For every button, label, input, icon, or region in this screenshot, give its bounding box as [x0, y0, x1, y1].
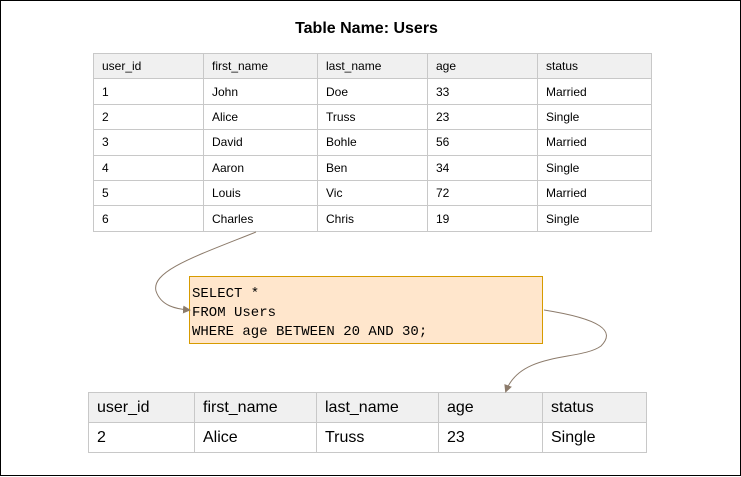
cell-age: 19 [427, 205, 538, 232]
header-status: status [537, 52, 652, 80]
cell-last-name: Truss [316, 422, 439, 453]
cell-age: 72 [427, 179, 538, 207]
cell-user-id: 3 [93, 129, 204, 156]
table-row: 2 Alice Truss 23 Single [88, 422, 647, 453]
sql-line-from: FROM Users [192, 305, 277, 321]
header-last-name: last_name [316, 392, 439, 423]
cell-status: Single [537, 103, 652, 131]
cell-status: Single [542, 422, 647, 453]
cell-first-name: Louis [203, 179, 318, 207]
cell-user-id: 2 [93, 103, 204, 131]
cell-last-name: Bohle [317, 129, 428, 156]
table-row: 5 Louis Vic 72 Married [93, 179, 652, 207]
header-status: status [542, 392, 647, 423]
header-last-name: last_name [317, 52, 428, 80]
sql-query-box: SELECT * FROM Users WHERE age BETWEEN 20… [189, 276, 543, 344]
table-row: 2 Alice Truss 23 Single [93, 103, 652, 131]
cell-user-id: 2 [88, 422, 195, 453]
cell-status: Married [537, 129, 652, 156]
cell-first-name: Charles [203, 205, 318, 232]
cell-status: Single [537, 205, 652, 232]
users-table: user_id first_name last_name age status … [93, 52, 652, 232]
connector-query-to-result [504, 309, 607, 393]
cell-status: Married [537, 179, 652, 207]
cell-last-name: Ben [317, 154, 428, 181]
cell-status: Single [537, 154, 652, 181]
cell-user-id: 4 [93, 154, 204, 181]
header-first-name: first_name [203, 52, 318, 80]
cell-age: 34 [427, 154, 538, 181]
cell-last-name: Chris [317, 205, 428, 232]
result-table: user_id first_name last_name age status … [88, 392, 647, 453]
cell-last-name: Truss [317, 103, 428, 131]
users-table-header-row: user_id first_name last_name age status [93, 52, 652, 80]
diagram-title: Table Name: Users [295, 20, 438, 37]
cell-age: 23 [438, 422, 543, 453]
table-row: 3 David Bohle 56 Married [93, 129, 652, 156]
cell-first-name: Alice [203, 103, 318, 131]
cell-first-name: Alice [194, 422, 317, 453]
header-age: age [438, 392, 543, 423]
connector-table-to-query [155, 231, 257, 314]
sql-line-select: SELECT * [192, 286, 260, 302]
sql-line-where: WHERE age BETWEEN 20 AND 30; [192, 324, 428, 340]
table-row: 6 Charles Chris 19 Single [93, 205, 652, 232]
table-row: 4 Aaron Ben 34 Single [93, 154, 652, 181]
